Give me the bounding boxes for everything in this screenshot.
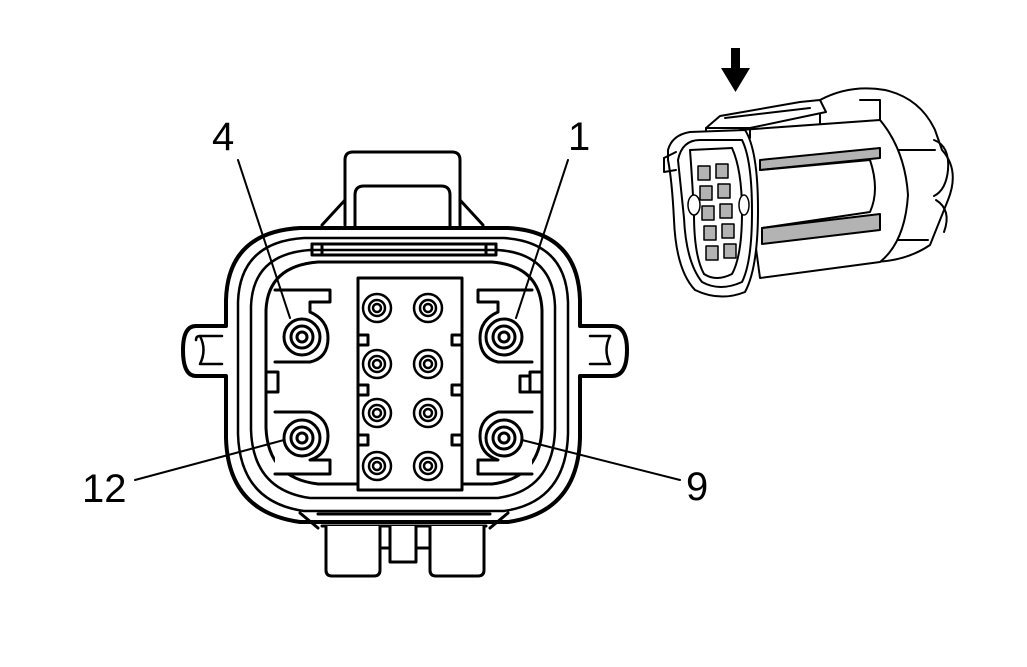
center-terminal-block — [356, 276, 464, 492]
pin — [412, 450, 444, 482]
bottom-tabs — [324, 524, 486, 578]
leader-line-9 — [521, 439, 681, 481]
pin — [361, 348, 393, 380]
side-pins — [282, 317, 524, 458]
pin-12 — [282, 418, 322, 458]
face-cavities — [687, 163, 750, 261]
leader-line-1 — [515, 159, 569, 319]
pin — [412, 397, 444, 429]
top-latch — [320, 150, 485, 245]
connector-face-view — [134, 150, 681, 578]
leader-line-4 — [237, 159, 291, 319]
pin-1 — [484, 317, 524, 357]
leader-line-12 — [134, 439, 285, 481]
connector-isometric-view — [663, 87, 954, 298]
pin-label-1: 1 — [568, 115, 590, 159]
pin-label-12: 12 — [82, 467, 127, 511]
pin — [412, 292, 444, 324]
pin — [361, 292, 393, 324]
center-pins — [361, 292, 444, 482]
pin — [361, 397, 393, 429]
pin-label-4: 4 — [212, 115, 234, 159]
leader-lines — [134, 159, 681, 481]
pin-4 — [282, 317, 322, 357]
pin — [361, 450, 393, 482]
pin-label-9: 9 — [686, 465, 708, 509]
pin — [412, 348, 444, 380]
down-arrow-icon — [721, 48, 750, 92]
pin-9 — [484, 418, 524, 458]
